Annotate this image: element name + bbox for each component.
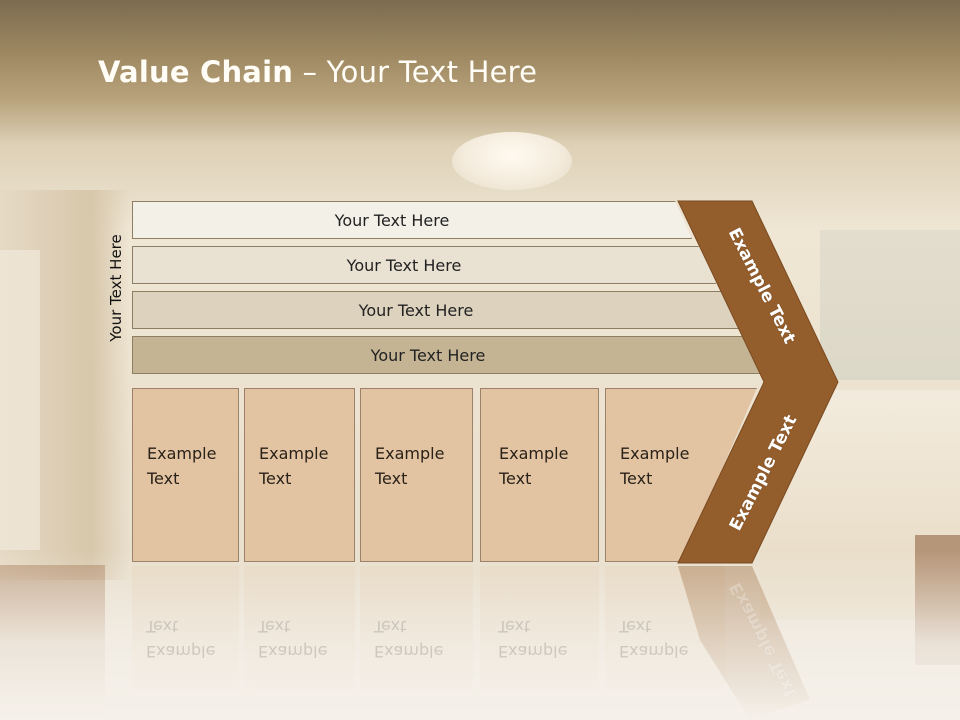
left-door: [0, 250, 40, 550]
slide-title-bold: Value Chain: [98, 55, 294, 89]
chain-row-3: Your Text Here: [132, 291, 740, 329]
chain-row-2: Your Text Here: [132, 246, 716, 284]
chain-row-1-label: Your Text Here: [334, 210, 450, 230]
right-window: [820, 230, 960, 380]
activity-cell-1-line2: Text: [147, 469, 180, 488]
chevron-shape: [677, 200, 839, 564]
activity-cell-3: Example Text: [360, 388, 473, 562]
activity-cell-4-line1: Example: [499, 444, 569, 463]
slide-title-rest: – Your Text Here: [293, 55, 538, 89]
chain-row-3-label: Your Text Here: [358, 300, 474, 320]
activity-cell-5-line2: Text: [620, 469, 653, 488]
activity-cell-3-line1: Example: [375, 444, 445, 463]
chain-row-2-label: Your Text Here: [346, 255, 462, 275]
activity-cell-2-line1: Example: [259, 444, 329, 463]
activity-cell-4-line2: Text: [499, 469, 532, 488]
activity-cell-5-line1: Example: [620, 444, 690, 463]
activity-cell-4: Example Text: [480, 388, 599, 562]
chain-row-4: Your Text Here: [132, 336, 764, 374]
activity-cell-2: Example Text: [244, 388, 355, 562]
slide-title: Value Chain – Your Text Here: [98, 55, 537, 89]
chevron-reflection: [678, 566, 810, 720]
activity-cell-3-line2: Text: [375, 469, 408, 488]
chain-row-1: Your Text Here: [132, 201, 692, 239]
ceiling-light: [452, 132, 572, 190]
activity-cell-1-line1: Example: [147, 444, 217, 463]
activity-cell-2-line2: Text: [259, 469, 292, 488]
activity-cell-1: Example Text: [132, 388, 239, 562]
chain-row-4-label: Your Text Here: [370, 345, 486, 365]
